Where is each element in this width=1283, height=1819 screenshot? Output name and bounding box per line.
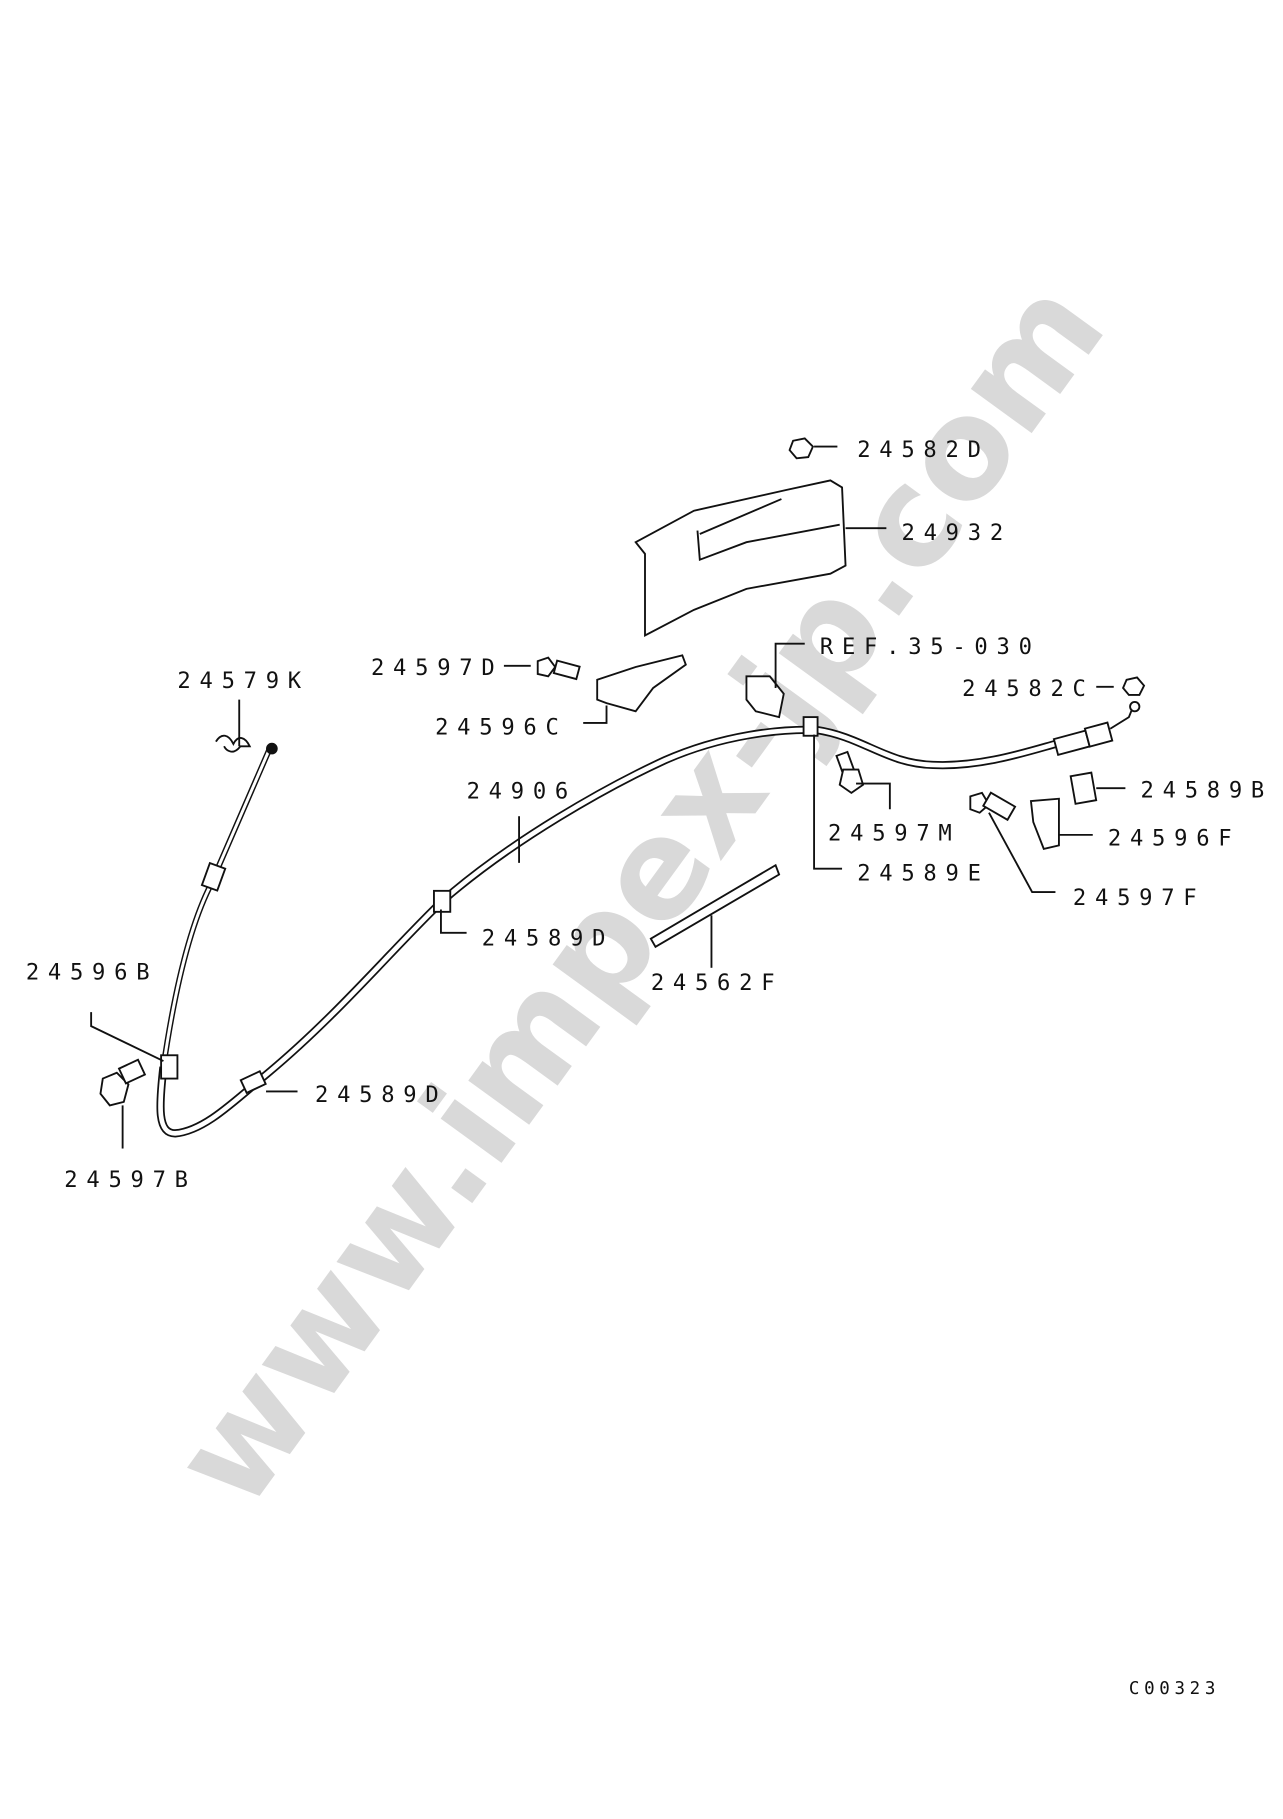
ref-bracket <box>745 675 785 719</box>
bolt-24597B <box>99 1058 147 1107</box>
callout-24589E[interactable]: 24589E <box>857 860 989 886</box>
callout-24579K[interactable]: 24579K <box>177 668 309 694</box>
heat-shield-24932 <box>634 479 847 638</box>
callout-24597M[interactable]: 24597M <box>828 821 960 847</box>
nut-24582C <box>1121 676 1146 696</box>
bracket-24596F <box>1029 797 1060 850</box>
clamp-24589E <box>802 716 819 737</box>
callout-24562F[interactable]: 24562F <box>651 970 783 996</box>
clamp-24589D-lower <box>239 1070 267 1095</box>
callout-24596F[interactable]: 24596F <box>1108 825 1240 851</box>
callout-24932[interactable]: 24932 <box>902 520 1012 546</box>
clamp-24589D-upper <box>433 889 452 913</box>
diagram-code: C00323 <box>1129 1679 1220 1699</box>
callout-24597D[interactable]: 24597D <box>371 655 503 681</box>
pin-clip-24579K <box>215 734 252 753</box>
bolt-24597D <box>536 656 581 681</box>
nut-24582D <box>788 437 815 460</box>
hose-24562F <box>649 863 781 949</box>
bolt-24597F <box>969 791 1017 822</box>
callout-24596B[interactable]: 24596B <box>26 959 158 985</box>
callout-24589D-upper[interactable]: 24589D <box>482 926 614 952</box>
callout-24589B[interactable]: 24589B <box>1141 778 1273 804</box>
bolt-24597M <box>835 750 865 795</box>
callout-24582D[interactable]: 24582D <box>857 437 989 463</box>
cable-24906 <box>156 701 1141 1138</box>
bracket-24596C <box>596 654 687 713</box>
callout-24906[interactable]: 24906 <box>467 779 577 805</box>
callout-ref-35-030[interactable]: REF.35-030 <box>820 634 1041 660</box>
leader-lines <box>90 445 1126 1149</box>
clip-24589B <box>1069 771 1098 805</box>
callout-24589D-lower[interactable]: 24589D <box>315 1082 447 1108</box>
callout-24597B[interactable]: 24597B <box>64 1167 196 1193</box>
callout-24582C[interactable]: 24582C <box>962 676 1094 702</box>
callout-24597F[interactable]: 24597F <box>1073 885 1205 911</box>
callout-24596C[interactable]: 24596C <box>435 715 567 741</box>
bracket-24596B <box>160 1054 179 1080</box>
